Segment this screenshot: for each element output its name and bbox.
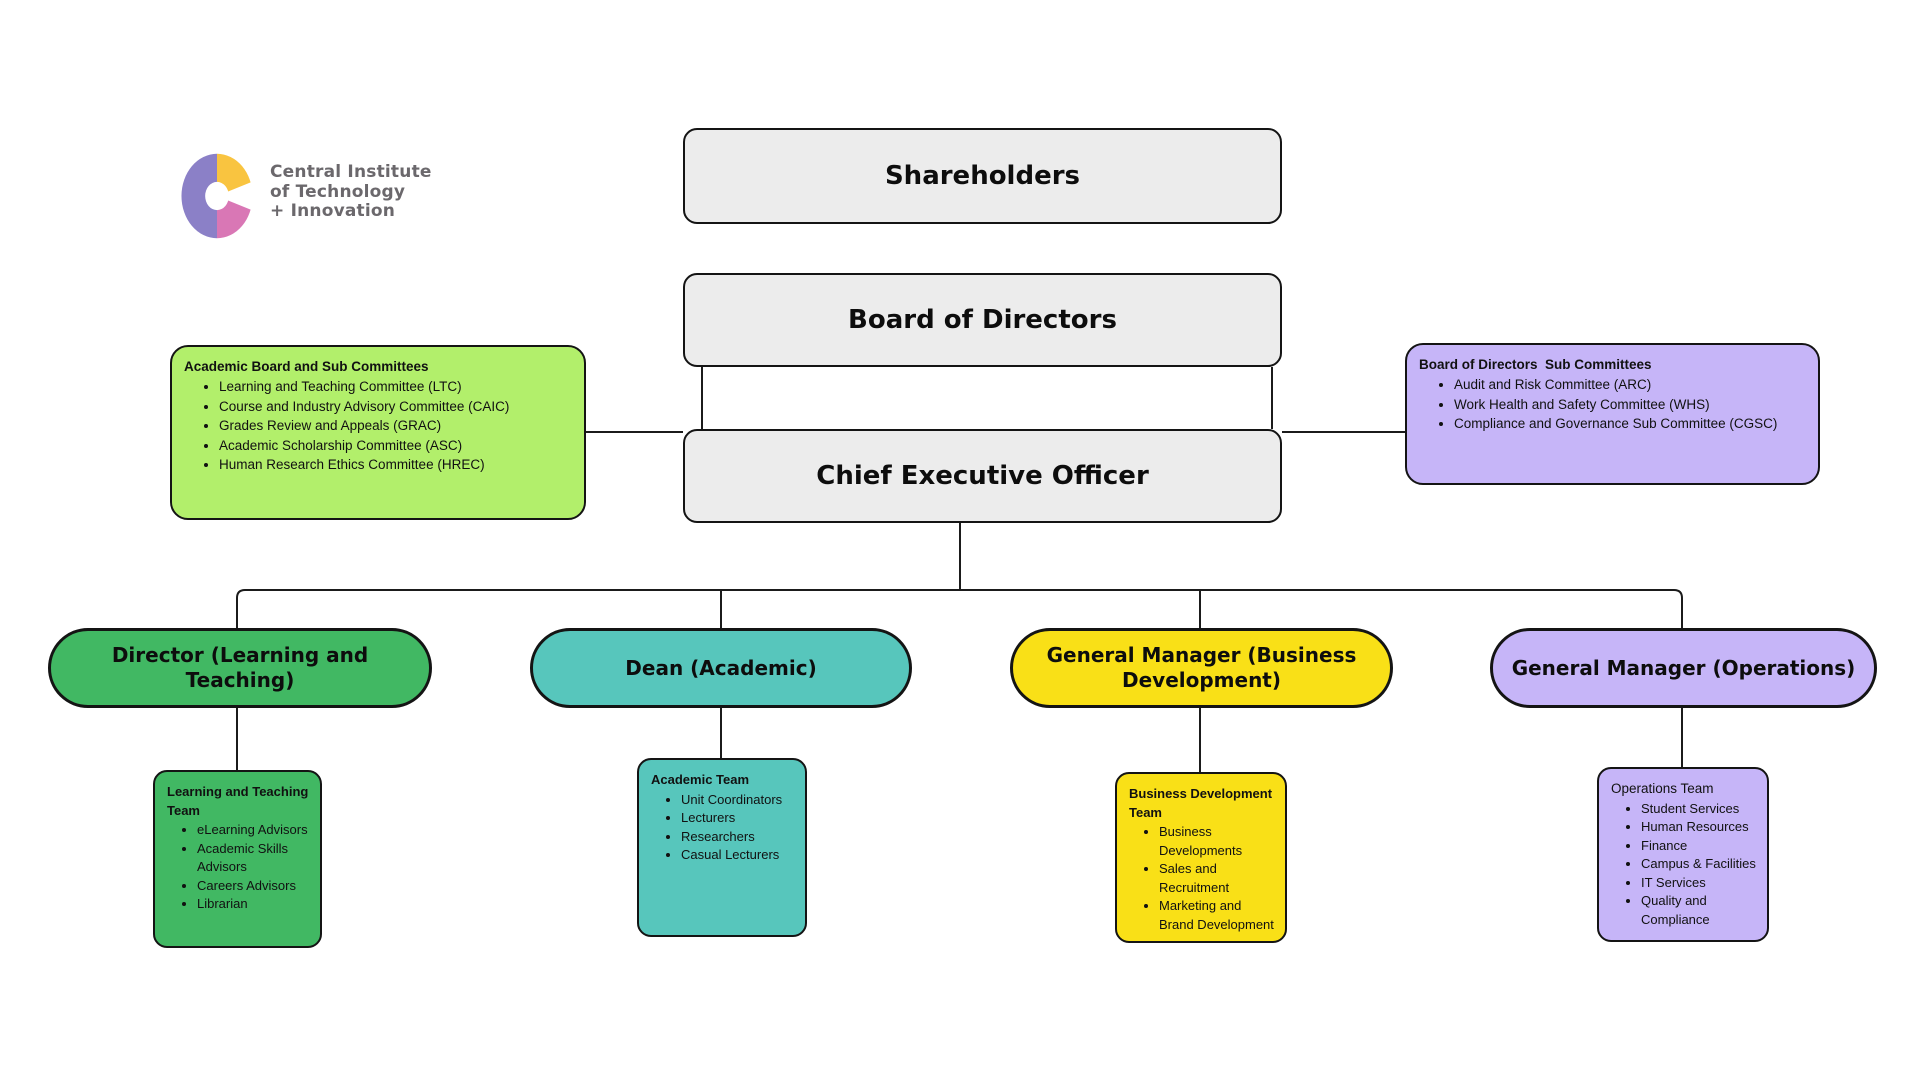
- role-gm-operations: General Manager (Operations): [1490, 628, 1877, 708]
- academic-team-box: Academic Team Unit CoordinatorsLecturers…: [637, 758, 807, 937]
- shareholders-box: Shareholders: [683, 128, 1282, 224]
- list-item: Academic Scholarship Committee (ASC): [219, 436, 572, 455]
- role-label: Director (Learning and Teaching): [111, 643, 369, 692]
- team-list: Unit CoordinatorsLecturersResearchersCas…: [651, 791, 795, 865]
- list-item: Work Health and Safety Committee (WHS): [1454, 395, 1806, 414]
- list-item: Finance: [1641, 837, 1757, 856]
- list-item: Audit and Risk Committee (ARC): [1454, 375, 1806, 394]
- team-title: Learning and Teaching Team: [167, 784, 309, 818]
- committee-title: Board of Directors Sub Committees: [1419, 357, 1652, 372]
- role-director-learning-teaching: Director (Learning and Teaching): [48, 628, 432, 708]
- list-item: eLearning Advisors: [197, 821, 310, 840]
- list-item: IT Services: [1641, 874, 1757, 893]
- branch-bus: [236, 589, 1683, 628]
- operations-team-box: Operations Team Student ServicesHuman Re…: [1597, 767, 1769, 942]
- ceo-box: Chief Executive Officer: [683, 429, 1282, 523]
- list-item: Human Resources: [1641, 818, 1757, 837]
- academic-board-committees-box: Academic Board and Sub Committees Learni…: [170, 345, 586, 520]
- committee-title: Academic Board and Sub Committees: [184, 359, 429, 374]
- team-title: Business Development Team: [1129, 786, 1273, 820]
- list-item: Campus & Facilities: [1641, 855, 1757, 874]
- team-list: Business DevelopmentsSales and Recruitme…: [1129, 823, 1275, 934]
- logo-text-line: + Innovation: [270, 201, 396, 221]
- committee-list: Learning and Teaching Committee (LTC)Cou…: [184, 377, 572, 474]
- list-item: Compliance and Governance Sub Committee …: [1454, 414, 1806, 433]
- list-item: Lecturers: [681, 809, 795, 828]
- role-label: Dean (Academic): [625, 655, 817, 680]
- list-item: Quality and Compliance: [1641, 892, 1757, 929]
- role-label: General Manager (Operations): [1511, 655, 1856, 680]
- list-item: Human Research Ethics Committee (HREC): [219, 455, 572, 474]
- list-item: Careers Advisors: [197, 877, 310, 896]
- business-development-team-box: Business Development Team Business Devel…: [1115, 772, 1287, 943]
- list-item: Casual Lecturers: [681, 846, 795, 865]
- list-item: Marketing and Brand Development: [1159, 897, 1275, 934]
- team-title: Academic Team: [651, 772, 750, 787]
- list-item: Learning and Teaching Committee (LTC): [219, 377, 572, 396]
- role-dean-academic: Dean (Academic): [530, 628, 912, 708]
- team-list: Student ServicesHuman ResourcesFinanceCa…: [1611, 800, 1757, 930]
- committee-list: Audit and Risk Committee (ARC)Work Healt…: [1419, 375, 1806, 433]
- logo-text-line: Central Institute: [270, 162, 432, 182]
- ceo-label: Chief Executive Officer: [816, 461, 1149, 491]
- team-list: eLearning AdvisorsAcademic Skills Adviso…: [167, 821, 310, 914]
- list-item: Unit Coordinators: [681, 791, 795, 810]
- board-sub-committees-box: Board of Directors Sub Committees Audit …: [1405, 343, 1820, 485]
- list-item: Course and Industry Advisory Committee (…: [219, 397, 572, 416]
- learning-teaching-team-box: Learning and Teaching Team eLearning Adv…: [153, 770, 322, 948]
- list-item: Student Services: [1641, 800, 1757, 819]
- list-item: Business Developments: [1159, 823, 1275, 860]
- board-label: Board of Directors: [848, 305, 1117, 335]
- list-item: Researchers: [681, 828, 795, 847]
- list-item: Librarian: [197, 895, 310, 914]
- logo-mark-icon: [181, 153, 254, 239]
- list-item: Sales and Recruitment: [1159, 860, 1275, 897]
- list-item: Grades Review and Appeals (GRAC): [219, 416, 572, 435]
- shareholders-label: Shareholders: [884, 161, 1081, 191]
- team-title: Operations Team: [1611, 781, 1714, 796]
- logo-text: Central Institute of Technology + Innova…: [270, 162, 432, 222]
- logo-text-line: of Technology: [270, 181, 406, 202]
- board-of-directors-box: Board of Directors: [683, 273, 1282, 367]
- role-gm-business-development: General Manager (Business Development): [1010, 628, 1393, 708]
- list-item: Academic Skills Advisors: [197, 840, 310, 877]
- role-label: General Manager (Business Development): [1046, 643, 1357, 692]
